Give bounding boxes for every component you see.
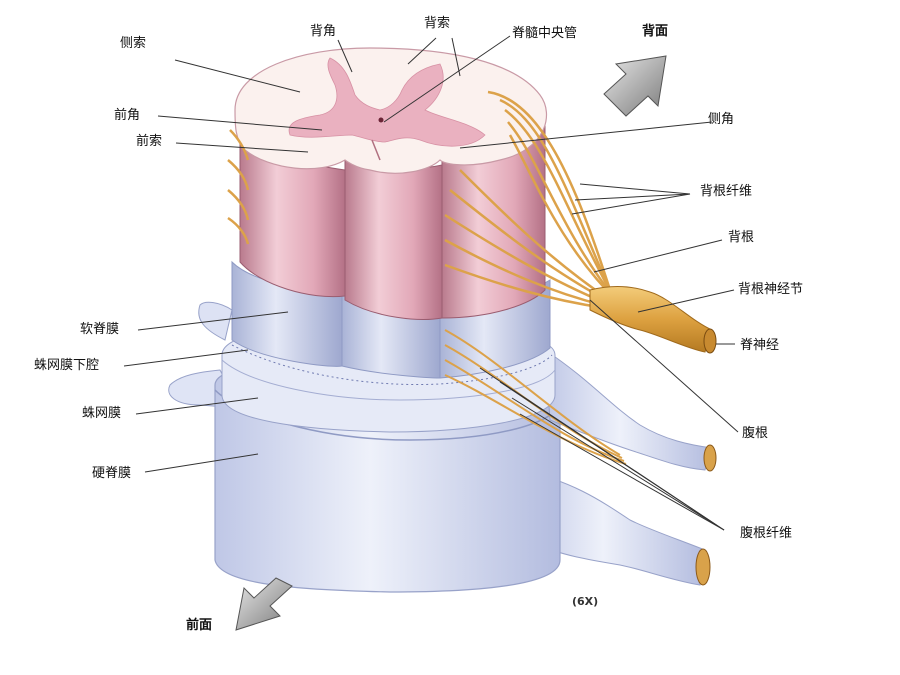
cord-cross-section xyxy=(234,47,548,174)
label-dorsal-root: 背根 xyxy=(728,230,755,245)
label-subarachnoid-space: 蛛网膜下腔 xyxy=(34,358,100,373)
label-dorsal-rootlets: 背根纤维 xyxy=(700,184,753,199)
dorsal-arrow-icon xyxy=(603,55,667,117)
label-ventral-root: 腹根 xyxy=(742,426,769,441)
label-pia-mater: 软脊膜 xyxy=(80,322,120,337)
label-spinal-nerve: 脊神经 xyxy=(740,338,780,353)
label-dura-mater: 硬脊膜 xyxy=(92,466,132,481)
ventral-arrow-icon xyxy=(235,577,293,631)
spinal-cord-columns xyxy=(239,113,546,320)
label-posterior-funiculus: 背索 xyxy=(424,16,451,31)
leader-lines xyxy=(123,35,739,531)
label-posterior-horn: 背角 xyxy=(310,24,337,39)
label-ventral-rootlets: 腹根纤维 xyxy=(740,526,793,541)
label-magnification: (6X) xyxy=(572,595,599,608)
label-arachnoid: 蛛网膜 xyxy=(82,406,122,421)
label-anterior-funiculus: 前索 xyxy=(136,134,163,149)
label-ventral: 前面 xyxy=(186,618,213,633)
label-anterior-horn: 前角 xyxy=(114,108,141,123)
label-lateral-funiculus: 侧索 xyxy=(120,36,147,51)
label-dorsal-root-ganglion: 背根神经节 xyxy=(738,282,804,297)
dorsal-root-ganglion-shape xyxy=(589,286,717,354)
label-dorsal: 背面 xyxy=(642,24,669,39)
nerve-rootlets xyxy=(227,90,627,465)
label-central-canal: 脊髓中央管 xyxy=(512,26,578,41)
label-lateral-horn: 侧角 xyxy=(708,112,735,127)
